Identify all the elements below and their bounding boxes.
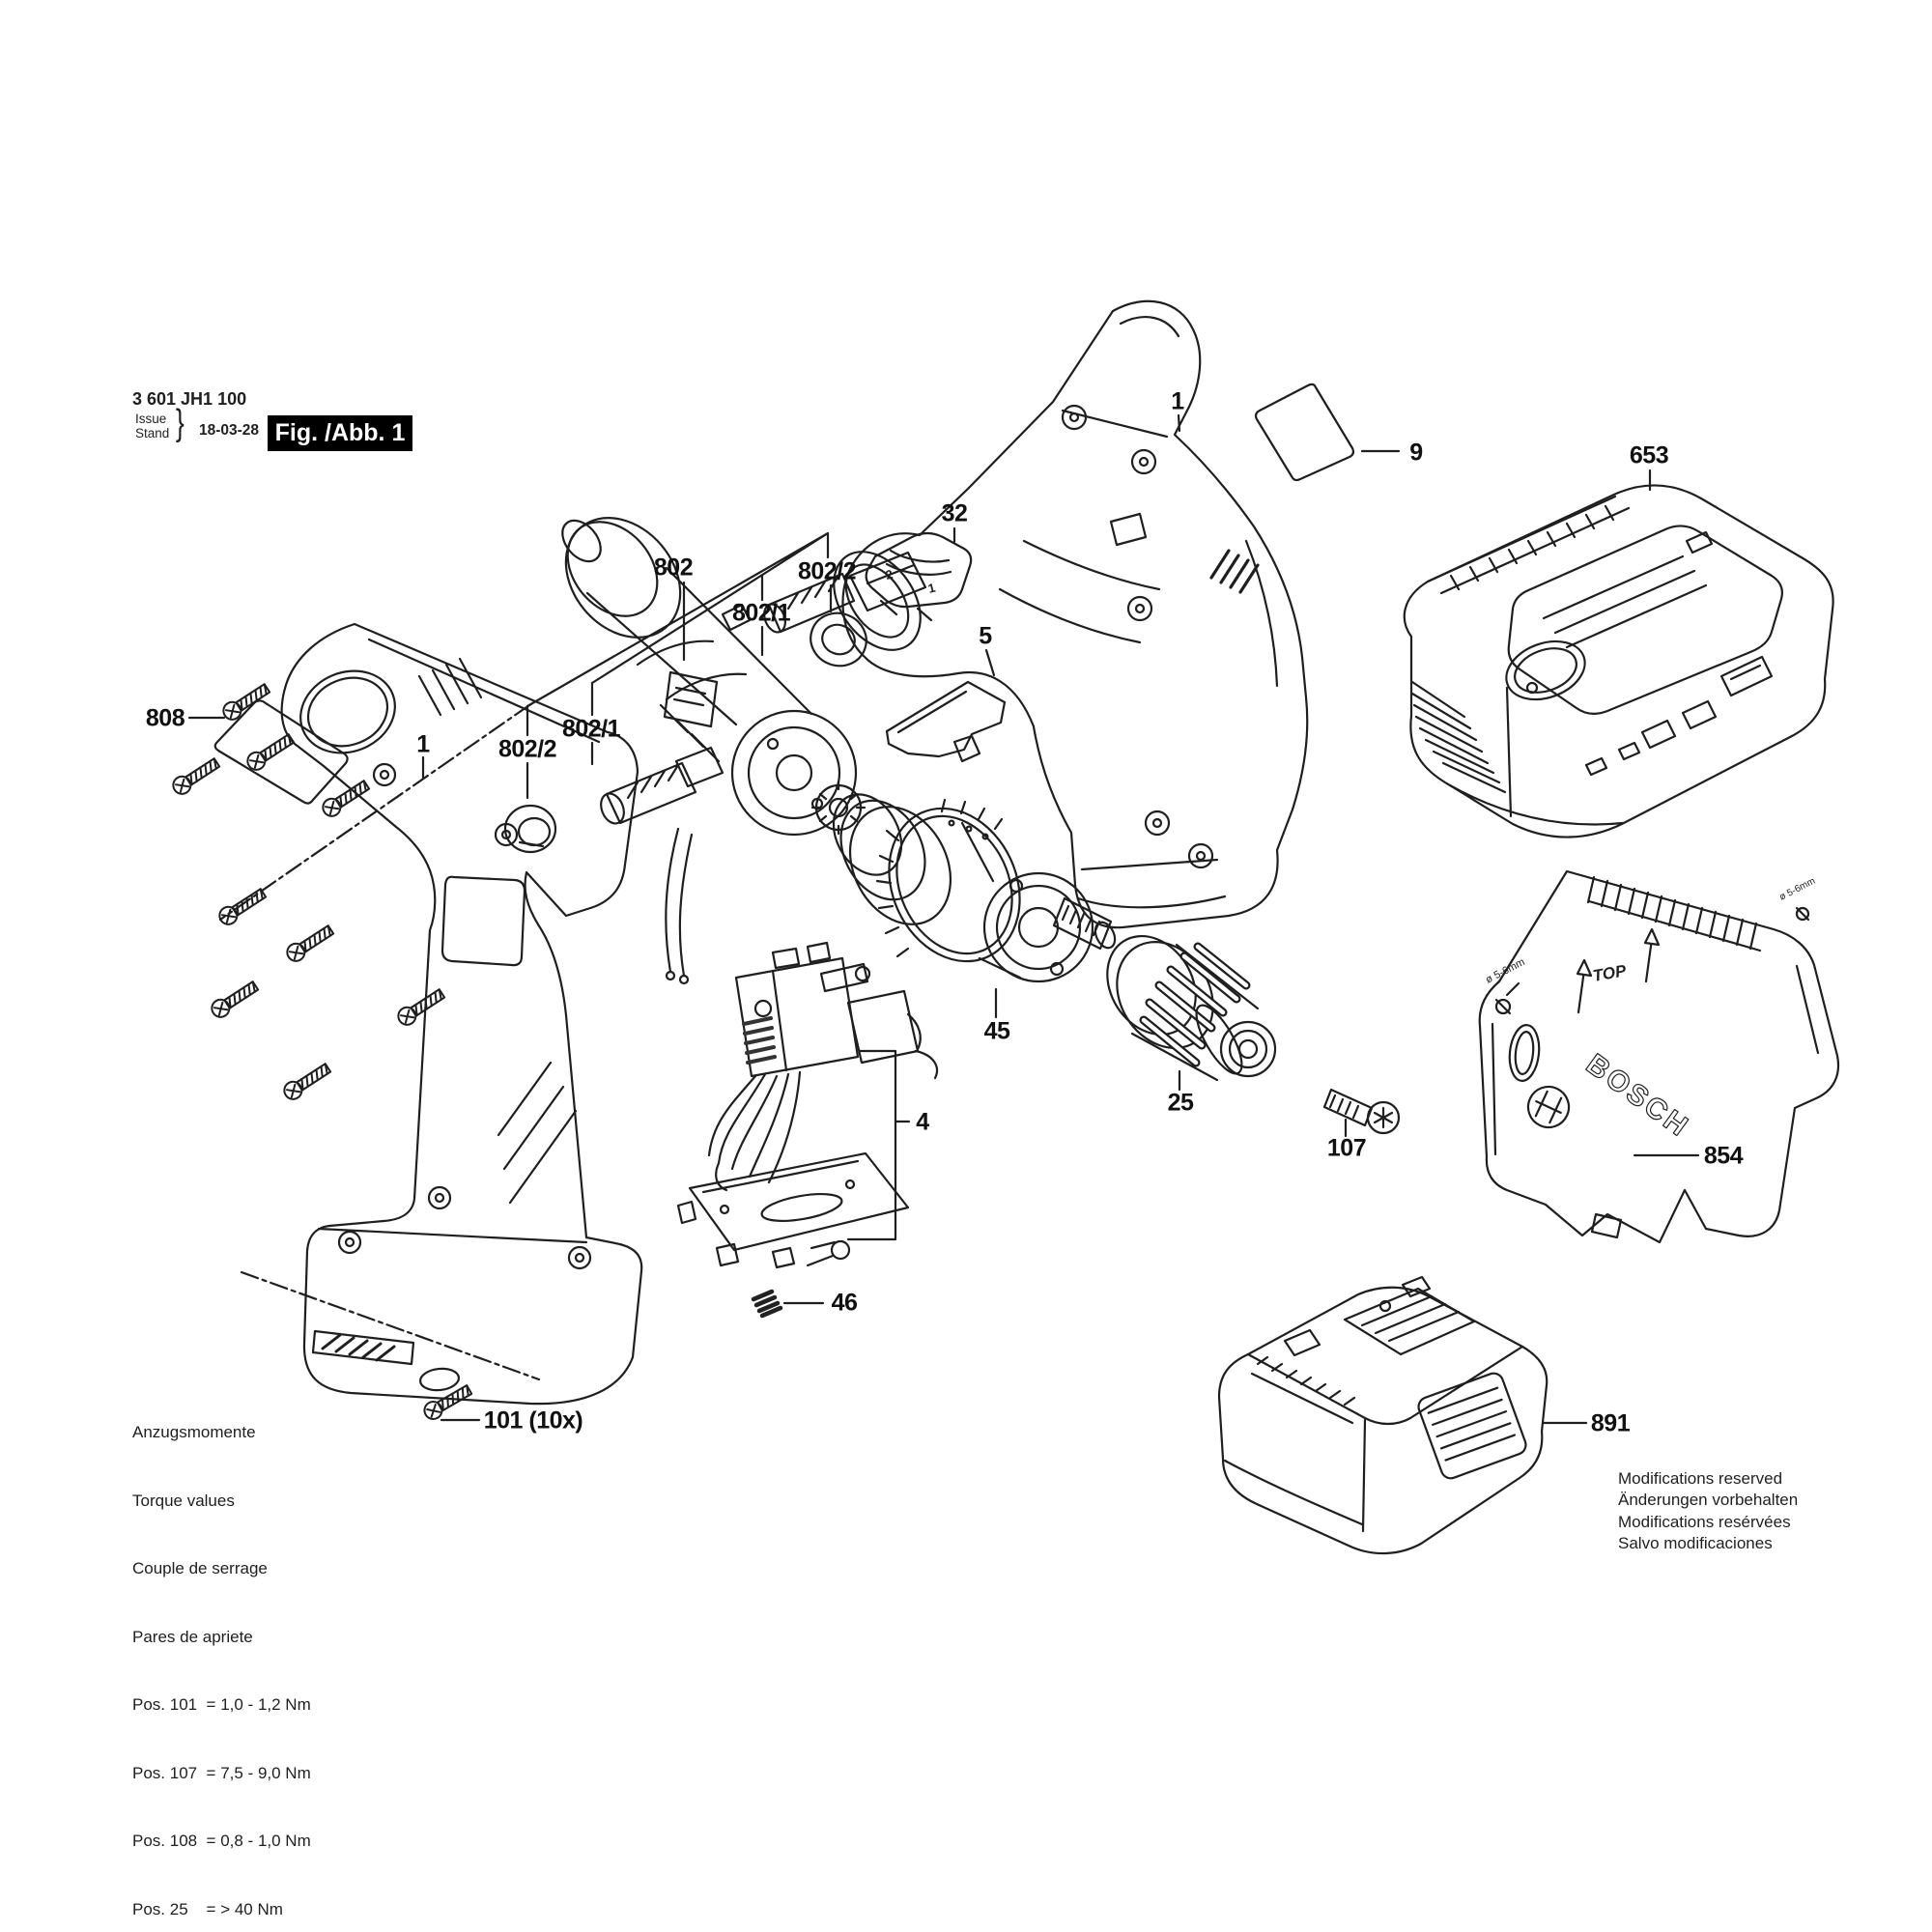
screw-bosses	[337, 762, 592, 1270]
part-label-1-left: 1	[416, 730, 430, 758]
part-label-5: 5	[979, 622, 992, 650]
gear-selector-drawing	[865, 531, 973, 622]
stand-label: Stand	[135, 426, 170, 440]
screw-107-drawing	[1322, 1088, 1401, 1135]
torque-values-note: Anzugsmomente Torque values Couple de se…	[132, 1376, 311, 1932]
torque-line: Pares de apriete	[132, 1627, 253, 1646]
part-label-802-2-right: 802/2	[797, 557, 857, 585]
gearbox-drawing	[832, 793, 1117, 983]
torque-line: Anzugsmomente	[132, 1423, 256, 1441]
battery-release-grille	[1417, 1372, 1527, 1480]
top-marking: TOP	[1591, 961, 1628, 985]
switch-assembly-drawing	[676, 941, 939, 1269]
leader-lines	[187, 413, 1700, 1425]
part-label-9: 9	[1409, 439, 1423, 467]
chuck-drawing	[1106, 934, 1277, 1082]
bosch-wordmark: BOSCH	[1580, 1048, 1695, 1144]
brace-glyph: }	[175, 403, 185, 443]
battery-drawing	[1217, 1275, 1548, 1555]
trigger-opening	[440, 875, 526, 967]
part-label-45: 45	[983, 1017, 1010, 1045]
screw-bosses	[1061, 404, 1214, 869]
brush-holder-left-drawing	[600, 746, 724, 825]
part-label-802-1-right: 802/1	[731, 599, 791, 627]
part-label-101: 101 (10x)	[483, 1406, 583, 1435]
part-label-32: 32	[941, 499, 968, 527]
bearing-ring-drawing	[810, 611, 867, 668]
label-sticker-9	[1254, 383, 1355, 482]
modifications-line: Änderungen vorbehalten	[1618, 1491, 1799, 1510]
grip-hatch	[1209, 549, 1260, 594]
vent-slots	[417, 657, 483, 717]
led-bulb	[830, 1239, 851, 1261]
modifications-line: Salvo modificaciones	[1618, 1534, 1773, 1553]
torque-line: Pos. 101 = 1,0 - 1,2 Nm	[132, 1695, 311, 1714]
bosch-logo-icon	[1526, 1085, 1571, 1129]
slide-plate-drawing	[885, 680, 1007, 763]
switch-wires	[707, 1070, 802, 1192]
part-label-808: 808	[145, 704, 185, 732]
top-arrows	[1577, 937, 1654, 1014]
part-label-107: 107	[1326, 1134, 1367, 1162]
charger-vents	[1410, 680, 1507, 794]
part-label-1-right: 1	[1171, 387, 1184, 415]
selector-marking-1: 1	[926, 581, 937, 596]
brush-holder-right-drawing	[763, 551, 927, 634]
type-number: 3 601 JH1 100	[132, 389, 247, 409]
part-label-802-2-left: 802/2	[497, 735, 557, 763]
spindle	[1052, 896, 1113, 951]
cover-plate-drawing	[1478, 869, 1840, 1244]
part-label-46: 46	[831, 1289, 858, 1317]
end-cap-drawing	[503, 804, 557, 854]
torque-line: Pos. 108 = 0,8 - 1,0 Nm	[132, 1832, 311, 1850]
spring-drawing	[751, 1289, 783, 1319]
grip-ridges	[1586, 875, 1758, 951]
housing-left-drawing	[280, 622, 643, 1406]
center-line-screws-lower	[240, 1270, 541, 1381]
figure-number-box: Fig. /Abb. 1	[268, 415, 412, 451]
issue-stand-label: Issue Stand	[135, 412, 169, 440]
issue-label: Issue	[135, 412, 167, 426]
part-label-802-1-left: 802/1	[561, 715, 621, 743]
modifications-note: Modifications reserved Änderungen vorbeh…	[1618, 1468, 1798, 1555]
torque-line: Pos. 107 = 7,5 - 9,0 Nm	[132, 1763, 311, 1782]
center-line-screws-upper	[218, 703, 531, 922]
charger-drawing	[1403, 484, 1834, 838]
modifications-line: Modifications resérvées	[1618, 1512, 1791, 1531]
bracket-part-4	[846, 1049, 911, 1241]
issue-date: 18-03-28	[199, 422, 260, 439]
part-label-891: 891	[1590, 1409, 1631, 1437]
part-label-25: 25	[1167, 1089, 1194, 1117]
part-label-854: 854	[1703, 1142, 1744, 1170]
part-label-802: 802	[653, 554, 694, 582]
motor-drawing	[561, 517, 867, 985]
torque-line: Couple de serrage	[132, 1559, 268, 1577]
part-label-4: 4	[916, 1108, 929, 1136]
torque-line: Pos. 25 = > 40 Nm	[132, 1899, 283, 1918]
motor-pinion-gear	[810, 780, 867, 836]
motor-wires	[665, 827, 694, 978]
modifications-line: Modifications reserved	[1618, 1469, 1783, 1488]
selector-marking-2: 2	[884, 567, 895, 582]
drill-diameter-marking: ø 5-6mm	[1484, 956, 1527, 986]
housing-screws-drawing	[168, 679, 475, 1424]
drill-diameter-marking-2: ø 5-6mm	[1777, 876, 1817, 903]
housing-right-drawing	[833, 299, 1309, 929]
torque-line: Torque values	[132, 1491, 235, 1510]
part-label-653: 653	[1629, 441, 1669, 469]
